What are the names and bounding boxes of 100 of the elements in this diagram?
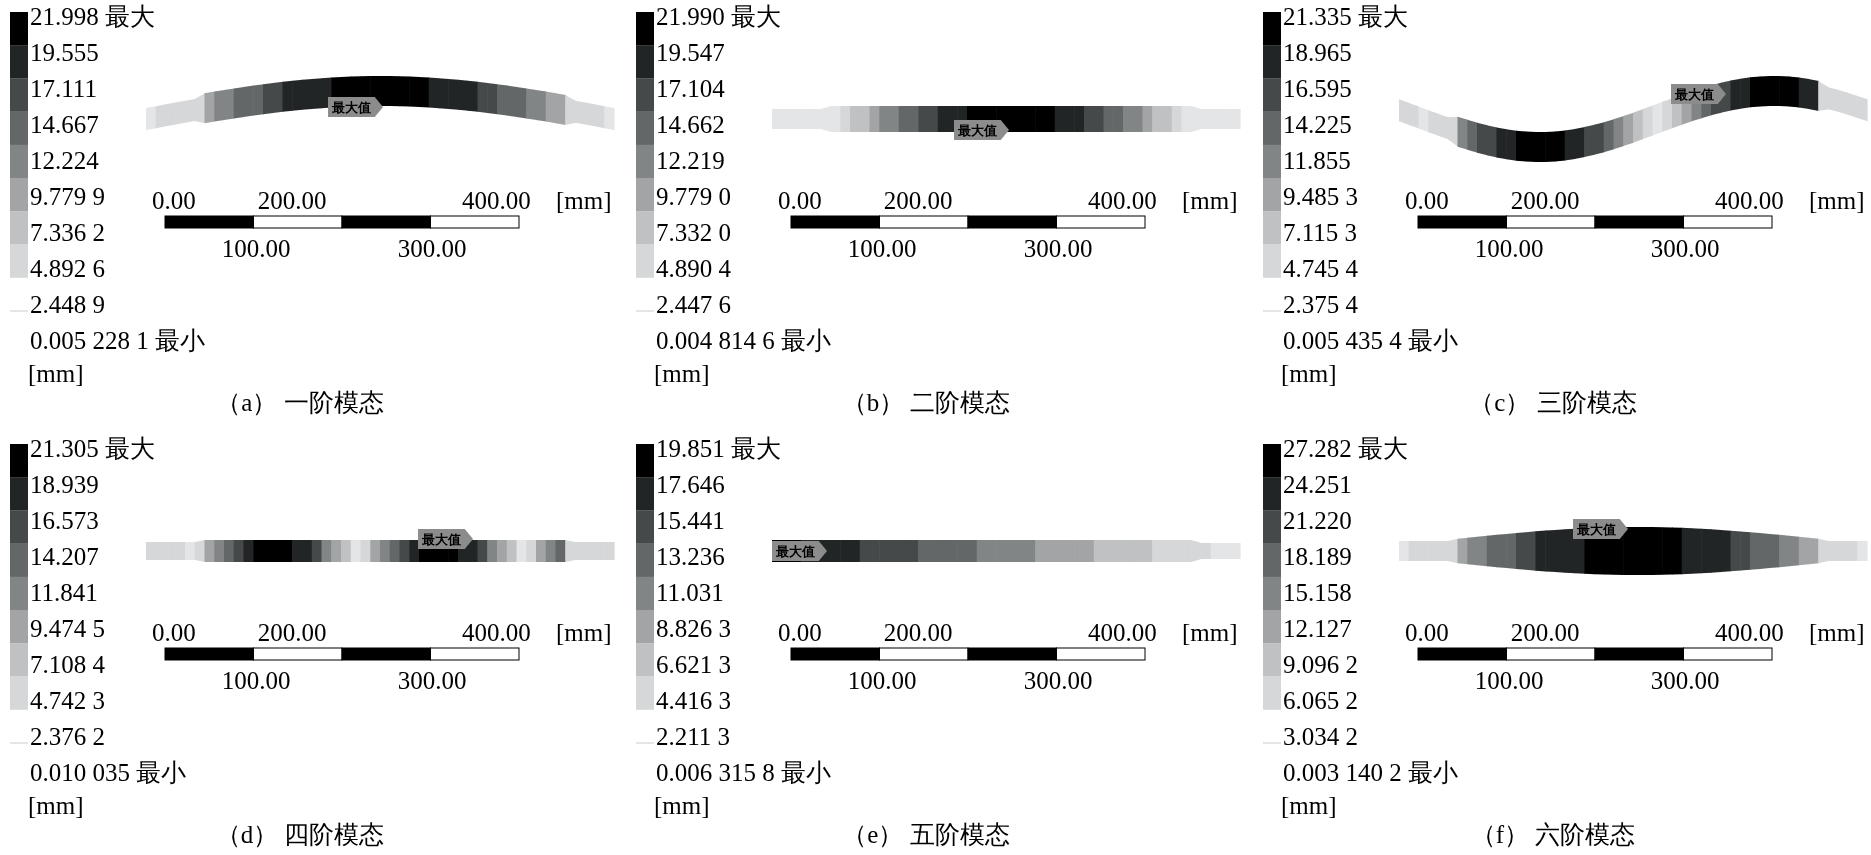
scale-label: 300.00 [397, 236, 467, 261]
scale-label: 400.00 [1715, 620, 1784, 645]
scale-label: 400.00 [1088, 188, 1157, 213]
legend-value: 4.890 4 [656, 256, 731, 281]
legend-value: 2.448 9 [30, 292, 105, 317]
scale-label: 200.00 [883, 620, 953, 645]
max-value-tag: 最大值 [1573, 519, 1628, 539]
unit-label: [mm] [28, 361, 84, 386]
legend-value: 18.965 [1283, 40, 1352, 65]
legend-value: 2.447 6 [656, 292, 731, 317]
scale-label: 300.00 [397, 668, 467, 693]
legend-value: 0.005 435 4 最小 [1283, 328, 1458, 353]
scale-label: 0.00 [1405, 620, 1449, 645]
figure-caption: （b） 二阶模态 [841, 390, 1011, 415]
legend-value: 9.485 3 [1283, 184, 1358, 209]
scale-label: 200.00 [883, 188, 953, 213]
unit-label: [mm] [654, 793, 710, 818]
figure-caption: （e） 五阶模态 [842, 822, 1010, 847]
legend-value: 12.219 [656, 148, 725, 173]
legend-value: 17.111 [30, 76, 97, 101]
legend-value: 0.006 315 8 最小 [656, 760, 831, 785]
legend-value: 13.236 [656, 544, 725, 569]
scale-label: 200.00 [1510, 188, 1580, 213]
scale-label: 100.00 [221, 236, 291, 261]
legend-value: 9.779 9 [30, 184, 105, 209]
scale-label: 100.00 [1474, 236, 1544, 261]
scale-label: 400.00 [462, 188, 531, 213]
unit-label: [mm] [556, 188, 612, 213]
legend-value: 19.547 [656, 40, 725, 65]
legend-value: 18.189 [1283, 544, 1352, 569]
legend-value: 24.251 [1283, 472, 1352, 497]
legend-value: 16.573 [30, 508, 99, 533]
figure-caption: （c） 三阶模态 [1469, 390, 1637, 415]
figure-caption: （a） 一阶模态 [216, 390, 384, 415]
scale-label: 0.00 [778, 188, 822, 213]
legend-value: 14.207 [30, 544, 99, 569]
scale-label: 200.00 [1510, 620, 1580, 645]
max-value-tag: 最大值 [418, 529, 473, 549]
legend-value: 0.005 228 1 最小 [30, 328, 205, 353]
scale-label: 100.00 [221, 668, 291, 693]
legend-value: 7.332 0 [656, 220, 731, 245]
figure-caption: （f） 六阶模态 [1470, 822, 1636, 847]
legend-value: 15.158 [1283, 580, 1352, 605]
legend-value: 3.034 2 [1283, 724, 1358, 749]
legend-value: 17.646 [656, 472, 725, 497]
legend-value: 4.416 3 [656, 688, 731, 713]
scale-label: 300.00 [1650, 668, 1720, 693]
legend-value: 16.595 [1283, 76, 1352, 101]
legend-value: 11.855 [1283, 148, 1351, 173]
legend-value: 27.282 最大 [1283, 436, 1408, 461]
legend-value: 9.474 5 [30, 616, 105, 641]
legend-value: 19.555 [30, 40, 99, 65]
scale-label: 100.00 [1474, 668, 1544, 693]
scale-label: 300.00 [1023, 668, 1093, 693]
legend-value: 14.662 [656, 112, 725, 137]
scale-label: 0.00 [778, 620, 822, 645]
unit-label: [mm] [556, 620, 612, 645]
legend-value: 9.779 0 [656, 184, 731, 209]
legend-value: 12.224 [30, 148, 99, 173]
legend-value: 2.211 3 [656, 724, 731, 749]
scale-label: 200.00 [257, 620, 327, 645]
legend-value: 21.998 最大 [30, 4, 155, 29]
legend-value: 14.667 [30, 112, 99, 137]
legend-value: 18.939 [30, 472, 99, 497]
scale-label: 400.00 [1088, 620, 1157, 645]
unit-label: [mm] [1182, 188, 1238, 213]
legend-value: 21.990 最大 [656, 4, 781, 29]
legend-value: 4.742 3 [30, 688, 105, 713]
unit-label: [mm] [1281, 361, 1337, 386]
legend-value: 8.826 3 [656, 616, 731, 641]
unit-label: [mm] [1182, 620, 1238, 645]
unit-label: [mm] [654, 361, 710, 386]
legend-value: 2.376 2 [30, 724, 105, 749]
max-value-tag: 最大值 [1671, 84, 1726, 104]
legend-value: 14.225 [1283, 112, 1352, 137]
legend-value: 12.127 [1283, 616, 1352, 641]
unit-label: [mm] [28, 793, 84, 818]
scale-label: 200.00 [257, 188, 327, 213]
legend-value: 21.220 [1283, 508, 1352, 533]
scale-label: 400.00 [462, 620, 531, 645]
legend-value: 15.441 [656, 508, 725, 533]
scale-label: 300.00 [1650, 236, 1720, 261]
legend-value: 21.305 最大 [30, 436, 155, 461]
legend-value: 7.336 2 [30, 220, 105, 245]
legend-value: 7.115 3 [1283, 220, 1358, 245]
legend-value: 17.104 [656, 76, 725, 101]
unit-label: [mm] [1809, 620, 1865, 645]
scale-label: 0.00 [152, 620, 196, 645]
legend-value: 7.108 4 [30, 652, 105, 677]
legend-value: 4.745 4 [1283, 256, 1358, 281]
scale-label: 0.00 [1405, 188, 1449, 213]
scale-label: 300.00 [1023, 236, 1093, 261]
scale-label: 0.00 [152, 188, 196, 213]
figure-caption: （d） 四阶模态 [215, 822, 385, 847]
legend-value: 2.375 4 [1283, 292, 1358, 317]
legend-value: 11.031 [656, 580, 724, 605]
unit-label: [mm] [1809, 188, 1865, 213]
legend-value: 0.004 814 6 最小 [656, 328, 831, 353]
legend-value: 11.841 [30, 580, 98, 605]
legend-value: 6.065 2 [1283, 688, 1358, 713]
